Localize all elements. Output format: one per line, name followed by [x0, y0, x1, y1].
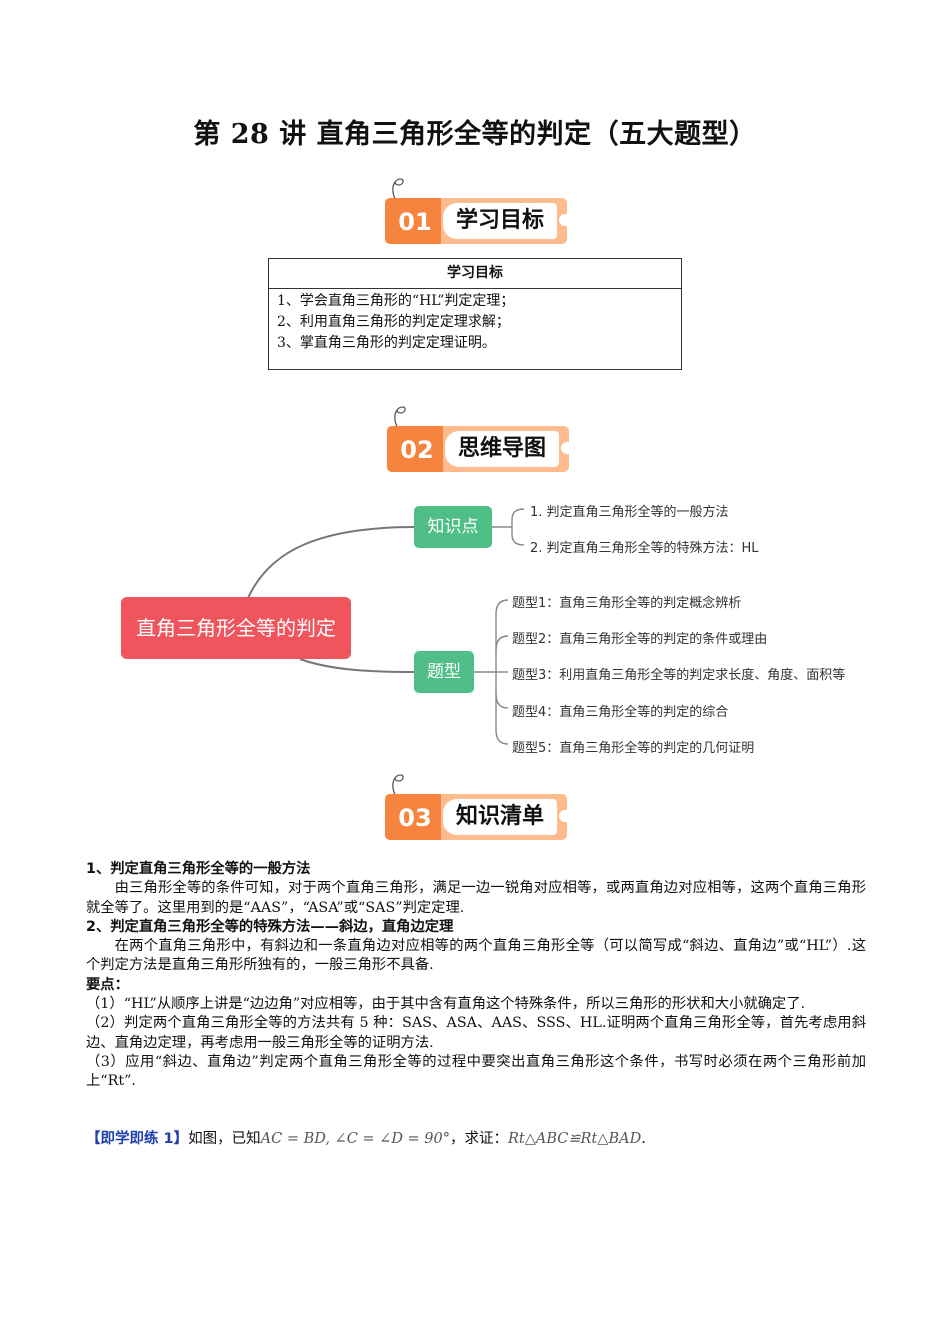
- mindmap-leaf: 1. 判定直角三角形全等的一般方法: [530, 505, 729, 520]
- mindmap-root-node: 直角三角形全等的判定: [121, 597, 351, 659]
- goal-item: 3、掌直角三角形的判定定理证明。: [277, 335, 496, 351]
- paperclip-icon: [392, 178, 404, 203]
- key-points-label: 要点：: [86, 976, 129, 993]
- mindmap-connectors: [247, 508, 525, 745]
- knowledge-paragraph: 在两个直角三角形中，有斜边和一条直角边对应相等的两个直角三角形全等（可以简写成“…: [86, 938, 866, 974]
- exercise-end: .: [641, 1131, 646, 1147]
- mindmap-leaf: 题型1：直角三角形全等的判定概念辨析: [512, 596, 742, 611]
- exercise-1: 【即学即练 1】如图，已知AC = BD, ∠C = ∠D = 90°，求证：R…: [86, 1129, 866, 1149]
- mind-map: 直角三角形全等的判定 知识点 1. 判定直角三角形全等的一般方法 2. 判定直角…: [0, 490, 950, 760]
- mindmap-branch-types: 题型: [414, 651, 474, 693]
- exercise-math-prove: Rt△ABC≌Rt△BAD: [508, 1131, 642, 1147]
- mindmap-leaf: 题型4：直角三角形全等的判定的综合: [512, 705, 729, 720]
- section-number: 03: [398, 804, 432, 832]
- exercise-math-given: AC = BD, ∠C = ∠D = 90°: [260, 1131, 451, 1147]
- learning-goals-table: 学习目标 1、学会直角三角形的“HL”判定定理； 2、利用直角三角形的判定定理求…: [268, 258, 682, 370]
- knowledge-paragraph: 由三角形全等的条件可知，对于两个直角三角形，满足一边一锐角对应相等，或两直角边对…: [86, 880, 866, 916]
- key-point: （2）判定两个直角三角形全等的方法共有 5 种：SAS、ASA、AAS、SSS、…: [86, 1015, 866, 1051]
- section-number: 02: [400, 436, 434, 464]
- paperclip-icon: [394, 406, 406, 431]
- section-banner-goals: 01 学习目标: [381, 176, 571, 246]
- goal-item: 2、利用直角三角形的判定定理求解；: [277, 314, 510, 330]
- section-number: 01: [398, 208, 432, 236]
- mindmap-leaf: 题型3：利用直角三角形全等的判定求长度、角度、面积等: [512, 668, 846, 683]
- knowledge-heading: 1、判定直角三角形全等的一般方法: [86, 861, 311, 877]
- goals-header: 学习目标: [269, 259, 681, 289]
- mindmap-leaf: 题型5：直角三角形全等的判定的几何证明: [512, 741, 755, 756]
- section-label: 学习目标: [455, 208, 544, 233]
- mindmap-leaf: 题型2：直角三角形全等的判定的条件或理由: [512, 632, 768, 647]
- paperclip-icon: [392, 774, 404, 799]
- section-label: 知识清单: [455, 804, 544, 829]
- section-label: 思维导图: [457, 436, 546, 461]
- mindmap-leaf: 2. 判定直角三角形全等的特殊方法：HL: [530, 541, 759, 556]
- knowledge-list: 1、判定直角三角形全等的一般方法 由三角形全等的条件可知，对于两个直角三角形，满…: [86, 860, 866, 1092]
- mindmap-branch-knowledge: 知识点: [414, 506, 492, 548]
- page-title: 第 28 讲 直角三角形全等的判定（五大题型）: [193, 119, 757, 150]
- section-banner-mindmap: 02 思维导图: [383, 404, 573, 474]
- exercise-text: 如图，已知: [188, 1131, 261, 1147]
- section-banner-knowledge: 03 知识清单: [381, 772, 571, 842]
- key-point: （3）应用“斜边、直角边”判定两个直角三角形全等的过程中要突出直角三角形这个条件…: [86, 1053, 866, 1090]
- exercise-text: ，求证：: [450, 1131, 509, 1147]
- goal-item: 1、学会直角三角形的“HL”判定定理；: [277, 293, 515, 309]
- exercise-tag: 【即学即练 1】: [86, 1131, 189, 1147]
- key-point: （1）“HL”从顺序上讲是“边边角”对应相等，由于其中含有直角这个特殊条件，所以…: [86, 996, 806, 1013]
- knowledge-heading: 2、判定直角三角形全等的特殊方法——斜边，直角边定理: [86, 918, 454, 935]
